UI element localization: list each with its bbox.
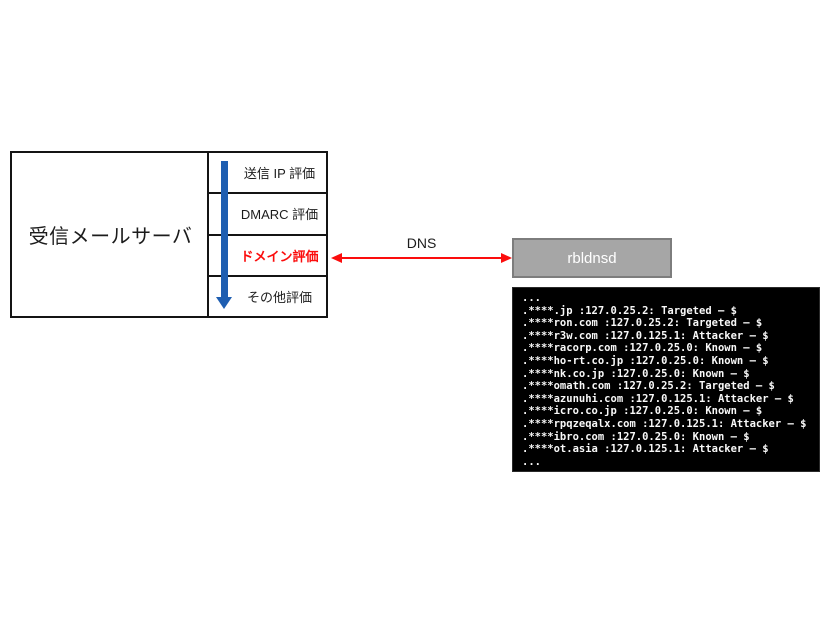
evaluation-label-domain: ドメイン評価 — [240, 248, 319, 264]
terminal-line: .****icro.co.jp :127.0.25.0: Known – $ — [522, 405, 763, 418]
terminal-window: ... .****.jp :127.0.25.2: Targeted – $ .… — [512, 287, 820, 472]
down-arrow-icon — [216, 161, 233, 309]
evaluation-column: 送信 IP 評価 DMARC 評価 ドメイン評価 その他評価 — [207, 153, 326, 316]
dns-double-arrow-icon — [331, 252, 512, 264]
terminal-line: .****azunuhi.com :127.0.125.1: Attacker … — [522, 392, 794, 405]
terminal-line: ... — [522, 292, 541, 304]
dns-arrowhead-left — [331, 253, 342, 263]
dns-label: DNS — [406, 235, 437, 251]
evaluation-label-other: その他評価 — [246, 289, 312, 305]
dns-arrow-shaft — [339, 257, 504, 259]
evaluation-label-sending-ip: 送信 IP 評価 — [243, 166, 316, 182]
evaluation-label-dmarc: DMARC 評価 — [240, 207, 319, 223]
terminal-line: .****rpqzeqalx.com :127.0.125.1: Attacke… — [522, 417, 807, 430]
evaluation-row-domain: ドメイン評価 — [209, 233, 326, 275]
receiving-mail-server-box: 受信メールサーバ 送信 IP 評価 DMARC 評価 ドメイン評価 その他評価 — [10, 151, 328, 318]
terminal-line: .****r3w.com :127.0.125.1: Attacker – $ — [522, 329, 769, 342]
terminal-line: .****racorp.com :127.0.25.0: Known – $ — [522, 342, 763, 355]
terminal-line: .****ho-rt.co.jp :127.0.25.0: Known – $ — [522, 354, 769, 367]
rbldnsd-box: rbldnsd — [512, 238, 672, 278]
down-arrow-shaft — [221, 161, 228, 297]
terminal-line: .****ot.asia :127.0.125.1: Attacker – $ — [522, 443, 769, 456]
evaluation-row-other: その他評価 — [209, 274, 326, 316]
terminal-line: .****.jp :127.0.25.2: Targeted – $ — [522, 304, 737, 317]
terminal-line: .****nk.co.jp :127.0.25.0: Known – $ — [522, 367, 750, 380]
terminal-line: .****ibro.com :127.0.25.0: Known – $ — [522, 430, 750, 443]
evaluation-row-sending-ip: 送信 IP 評価 — [209, 153, 326, 192]
terminal-line: .****omath.com :127.0.25.2: Targeted – $ — [522, 380, 775, 393]
evaluation-row-dmarc: DMARC 評価 — [209, 192, 326, 233]
server-label: 受信メールサーバ — [28, 226, 193, 248]
terminal-line: ... — [522, 455, 541, 468]
down-arrow-head — [216, 297, 232, 309]
terminal-line: .****ron.com :127.0.25.2: Targeted – $ — [522, 317, 763, 330]
dns-arrowhead-right — [501, 253, 512, 263]
